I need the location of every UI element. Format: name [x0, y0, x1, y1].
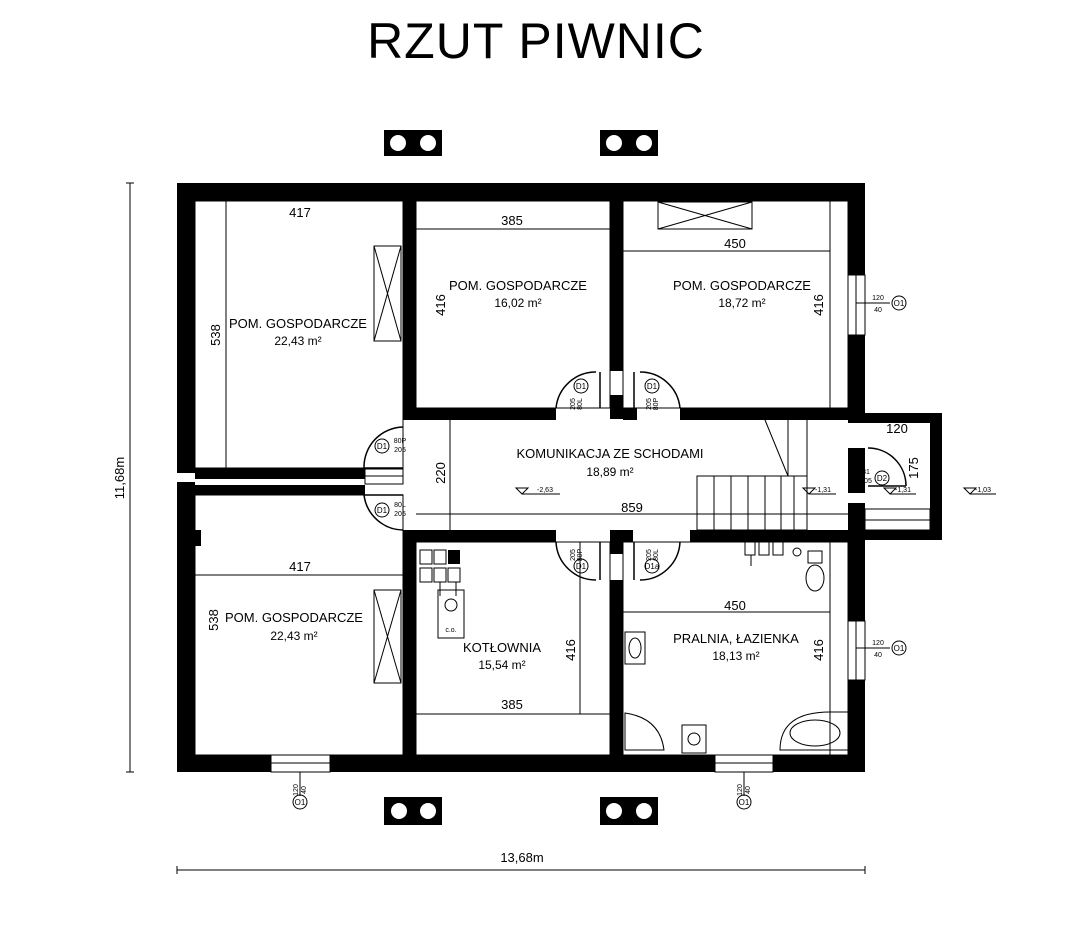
plan-title: RZUT PIWNIC	[367, 13, 705, 69]
dim-r1-height: 538	[208, 324, 223, 346]
svg-text:120: 120	[872, 640, 884, 647]
window-markers: O1 120 40 O1 120 40 O1 120 40 O1 120 40	[292, 295, 907, 810]
dim-corridor-height: 220	[433, 462, 448, 484]
room-2-name: POM. GOSPODARCZE	[449, 278, 587, 293]
chimney-top-left	[384, 130, 442, 156]
door-tag-3: D1	[377, 442, 388, 451]
room-4-name: KOMUNIKACJA ZE SCHODAMI	[516, 446, 703, 461]
dim-vest-width: 120	[886, 421, 908, 436]
dim-r5-width: 417	[289, 559, 311, 574]
window-tag-4: O1	[739, 798, 750, 807]
dim-r7-width: 450	[724, 598, 746, 613]
svg-text:205: 205	[394, 511, 406, 518]
outer-walls	[177, 183, 942, 772]
room-7-area: 18,13 m²	[712, 649, 759, 663]
room-6-area: 15,54 m²	[478, 658, 525, 672]
svg-text:120: 120	[737, 784, 744, 796]
room-3-area: 18,72 m²	[718, 296, 765, 310]
level-marks: -2,63 -1,31 -1,31 -1,03	[514, 487, 996, 495]
level-stair-top: -1,31	[815, 487, 831, 494]
room-1-name: POM. GOSPODARCZE	[229, 316, 367, 331]
dim-r3-width: 450	[724, 236, 746, 251]
interior-walls	[195, 201, 848, 755]
svg-text:40: 40	[745, 786, 752, 794]
door-markers: D1 80L 205 D1 80P 205 D1 80P 205 D1 80L …	[374, 378, 890, 574]
dim-r6-height: 416	[563, 639, 578, 661]
svg-text:205: 205	[570, 549, 577, 561]
dim-r2-height: 416	[433, 294, 448, 316]
bathroom-fixtures	[624, 539, 849, 754]
room-2-area: 16,02 m²	[494, 296, 541, 310]
room-3-name: POM. GOSPODARCZE	[673, 278, 811, 293]
dim-r7-height: 416	[811, 639, 826, 661]
doors	[363, 371, 907, 581]
window-tag-2: O1	[894, 644, 905, 653]
svg-text:205: 205	[394, 447, 406, 454]
svg-text:205: 205	[646, 549, 653, 561]
level-vestibule: -1,31	[895, 487, 911, 494]
storage-racks	[373, 201, 753, 684]
door-tag-6: D1a	[645, 562, 660, 571]
svg-text:205: 205	[646, 398, 653, 410]
svg-text:80L: 80L	[653, 549, 660, 561]
dim-r1-width: 417	[289, 205, 311, 220]
door-tag-7: D2	[877, 474, 888, 483]
svg-text:80L: 80L	[394, 502, 406, 509]
room-6-name: KOTŁOWNIA	[463, 640, 541, 655]
svg-text:81: 81	[862, 469, 870, 476]
dim-r3-height: 416	[811, 294, 826, 316]
svg-text:120: 120	[293, 784, 300, 796]
windows	[270, 274, 866, 773]
room-4-area: 18,89 m²	[586, 465, 633, 479]
window-tag-3: O1	[295, 798, 306, 807]
svg-text:40: 40	[301, 786, 308, 794]
overall-height: 11,68m	[112, 457, 127, 499]
svg-text:80P: 80P	[653, 397, 660, 410]
svg-text:40: 40	[874, 307, 882, 314]
chimney-bottom-right	[600, 797, 658, 825]
boiler-equipment: c.o.	[419, 549, 465, 639]
chimney-bottom-left	[384, 797, 442, 825]
dim-vest-height: 175	[906, 457, 921, 479]
svg-text:205: 205	[570, 398, 577, 410]
room-5-name: POM. GOSPODARCZE	[225, 610, 363, 625]
svg-text:40: 40	[874, 652, 882, 659]
level-outside: -1,03	[975, 487, 991, 494]
svg-text:80L: 80L	[577, 398, 584, 410]
room-7-name: PRALNIA, ŁAZIENKA	[673, 631, 799, 646]
door-tag-4: D1	[377, 506, 388, 515]
door-tag-1: D1	[576, 382, 587, 391]
dim-corridor-width: 859	[621, 500, 643, 515]
dim-r6-width: 385	[501, 697, 523, 712]
room-5-area: 22,43 m²	[270, 629, 317, 643]
chimney-top-right	[600, 130, 658, 156]
room-1-area: 22,43 m²	[274, 334, 321, 348]
svg-text:80P: 80P	[577, 548, 584, 561]
svg-text:80P: 80P	[394, 438, 407, 445]
door-tag-2: D1	[647, 382, 658, 391]
svg-text:205: 205	[860, 478, 872, 485]
door-tag-5: D1	[576, 562, 587, 571]
level-corridor: -2,63	[537, 487, 553, 494]
dim-r5-height: 538	[206, 609, 221, 631]
staircase	[696, 419, 931, 531]
overall-width: 13,68m	[500, 850, 543, 865]
dimension-lines	[126, 182, 890, 874]
boiler-label: c.o.	[445, 627, 456, 634]
svg-text:120: 120	[872, 295, 884, 302]
window-tag-1: O1	[894, 299, 905, 308]
room-outlines	[194, 200, 849, 756]
dim-r2-width: 385	[501, 213, 523, 228]
